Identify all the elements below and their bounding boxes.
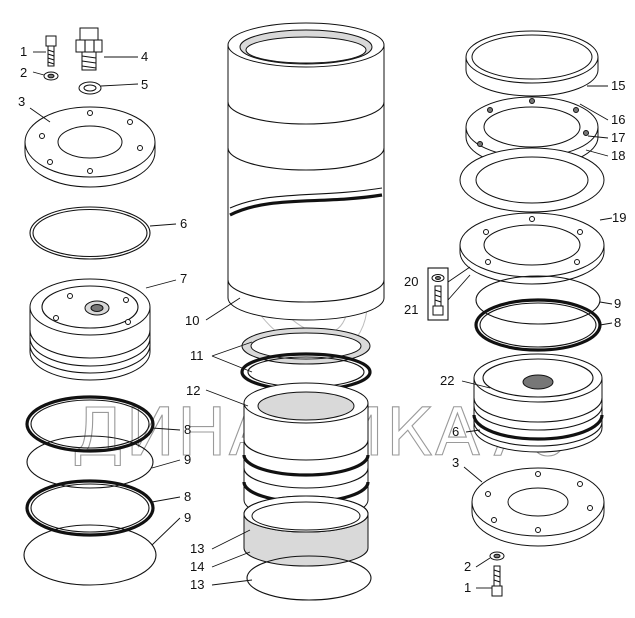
part-2-washer-bottom — [489, 551, 505, 561]
callout-3-bottom: 3 — [452, 455, 459, 470]
leader-lines — [29, 51, 613, 589]
callout-13-lower: 13 — [190, 577, 204, 592]
callout-6-left: 6 — [180, 216, 187, 231]
part-22-piston-head — [472, 353, 604, 453]
callout-9-right: 9 — [614, 296, 621, 311]
part-15-cover-ring — [465, 30, 599, 97]
callout-6-right: 6 — [452, 424, 459, 439]
callout-20: 20 — [404, 274, 418, 289]
part-12-piston — [242, 382, 370, 521]
part-18-gasket — [459, 147, 605, 213]
callout-7: 7 — [180, 271, 187, 286]
callout-13-upper: 13 — [190, 541, 204, 556]
part-20-21-bolt-washer-set — [427, 267, 449, 321]
part-5-seal-ring — [78, 81, 102, 95]
callout-18: 18 — [611, 148, 625, 163]
callout-3-top: 3 — [18, 94, 25, 109]
callout-1-top: 1 — [20, 44, 27, 59]
callout-10: 10 — [185, 313, 199, 328]
callout-5: 5 — [141, 77, 148, 92]
part-8-o-ring-thick-c — [474, 298, 602, 352]
part-8-o-ring-thick-b — [25, 479, 155, 537]
part-1-bolt-top — [45, 35, 57, 67]
part-9-backup-ring-a — [26, 435, 154, 489]
part-10-cylinder-tube — [227, 22, 385, 321]
callout-8-left-a: 8 — [184, 422, 191, 437]
callout-9-left-b: 9 — [184, 510, 191, 525]
part-7-cylinder-cover — [29, 278, 151, 381]
callout-14: 14 — [190, 559, 204, 574]
callout-11: 11 — [190, 348, 204, 363]
callout-16: 16 — [611, 112, 625, 127]
callout-2-bottom: 2 — [464, 559, 471, 574]
part-3-flange-bottom — [471, 467, 605, 547]
callout-19: 19 — [612, 210, 626, 225]
callout-2-top: 2 — [20, 65, 27, 80]
part-4-fitting — [75, 27, 103, 71]
part-3-flange-top — [24, 106, 156, 188]
part-11-guide-rings — [240, 327, 372, 392]
part-14-wear-band — [243, 495, 369, 567]
callout-1-bottom: 1 — [464, 580, 471, 595]
part-9-backup-ring-b — [23, 524, 157, 586]
callout-22: 22 — [440, 373, 454, 388]
part-1-bolt-bottom — [491, 565, 503, 597]
callout-9-left-a: 9 — [184, 452, 191, 467]
callout-labels: 1 2 3 4 5 6 7 8 9 8 9 10 11 12 13 14 13 … — [18, 44, 626, 595]
callout-15: 15 — [611, 78, 625, 93]
callout-8-left-b: 8 — [184, 489, 191, 504]
callout-8-right: 8 — [614, 315, 621, 330]
part-6-snap-ring — [29, 206, 151, 260]
callout-4: 4 — [141, 49, 148, 64]
part-19-plate — [459, 212, 605, 285]
callout-12: 12 — [186, 383, 200, 398]
part-13-ring-lower — [246, 555, 372, 601]
part-8-o-ring-thick-a — [25, 395, 155, 453]
part-9-backup-ring-c — [475, 275, 601, 325]
part-2-washer-top — [43, 71, 59, 81]
callout-21: 21 — [404, 302, 418, 317]
callout-17: 17 — [611, 130, 625, 145]
